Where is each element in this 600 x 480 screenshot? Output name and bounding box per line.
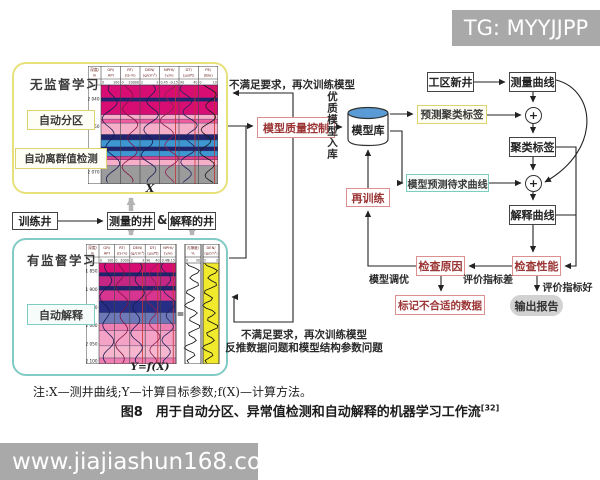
check-performance-box: 检查性能 xyxy=(512,256,561,276)
svg-text:3: 3 xyxy=(216,259,218,263)
bad-metric-label: 评价指标差 xyxy=(462,271,514,286)
svg-text:0: 0 xyxy=(115,259,117,263)
svg-text:(v/v): (v/v) xyxy=(164,250,173,255)
feedback-bottom-line2: 反推数据问题和模型结构参数问题 xyxy=(225,342,383,354)
model-tuning-label: 模型调优 xyxy=(366,271,412,286)
svg-text:90: 90 xyxy=(146,259,150,263)
sum-node-2: + xyxy=(525,175,542,192)
svg-text:40: 40 xyxy=(155,259,159,263)
retrain-box: 再训练 xyxy=(346,188,390,207)
feedback-bottom-line1: 不满足要求，再次训练模型 xyxy=(241,329,367,341)
cluster-label-box: 聚类标签 xyxy=(509,137,556,157)
svg-text:30: 30 xyxy=(196,259,200,263)
svg-text:3: 3 xyxy=(142,259,144,263)
predict-cluster-box: 预测聚类标签 xyxy=(417,105,487,124)
svg-text:API: API xyxy=(108,72,114,77)
predict-curve-box: 模型预测待求曲线 xyxy=(406,174,489,192)
svg-text:(μs/ft): (μs/ft) xyxy=(183,72,195,77)
watermark-top-text: TG: MYYJJPP xyxy=(464,16,588,40)
measured-well-box: 测量的井 xyxy=(107,212,155,230)
good-metric-label: 评价指标好 xyxy=(540,279,595,294)
supervised-title: 有监督学习 xyxy=(27,250,97,269)
well-log-unsupervised: 深度/mGR/API0100RT/(Ω·m)020000DEN/(g/cm³)2… xyxy=(88,66,218,184)
auto-outlier-box: 自动离群值检测 xyxy=(15,148,107,169)
svg-text:0: 0 xyxy=(100,259,102,263)
figure-caption: 图8 用于自动分区、异常值检测和自动解释的机器学习工作流[32] xyxy=(60,401,560,420)
svg-text:-0.15: -0.15 xyxy=(169,81,178,85)
svg-text:0.45: 0.45 xyxy=(161,81,168,85)
svg-text:(Ω·m): (Ω·m) xyxy=(117,250,128,255)
svg-text:(v/v): (v/v) xyxy=(165,72,174,77)
auto-interp-box: 自动解释 xyxy=(27,304,95,325)
feedback-top-label: 不满足要求，再次训练模型 xyxy=(229,77,359,92)
auto-zonation-box: 自动分区 xyxy=(27,110,95,130)
mark-bad-data-box: 标记不合适的数据 xyxy=(395,295,485,315)
y-fx-label: Y=f(X) xyxy=(113,361,187,373)
svg-text:(B/e): (B/e) xyxy=(204,72,214,77)
unsupervised-title: 无监督学习 xyxy=(30,74,100,93)
sum-node-1: + xyxy=(525,107,542,124)
svg-text:0: 0 xyxy=(102,81,104,85)
svg-text:1 850: 1 850 xyxy=(86,269,98,274)
model-qc-box: 模型质量控制 xyxy=(257,117,335,138)
training-well-box: 训练井 xyxy=(12,212,58,230)
caption-text: 图8 用于自动分区、异常值检测和自动解释的机器学习工作流 xyxy=(121,405,481,420)
new-well-box: 工区新井 xyxy=(427,72,474,92)
svg-text:2: 2 xyxy=(141,81,143,85)
quality-model-to-library-label: 优质模型入库 xyxy=(325,91,340,167)
svg-text:2 040: 2 040 xyxy=(88,96,100,101)
model-library-label: 模型库 xyxy=(346,122,390,138)
caption-reference: [32] xyxy=(481,404,499,413)
svg-text:DEN/: DEN/ xyxy=(207,246,217,250)
svg-text:%: % xyxy=(191,251,195,255)
svg-text:2 100: 2 100 xyxy=(86,358,98,363)
feedback-bottom-label: 不满足要求，再次训练模型 反推数据问题和模型结构参数问题 xyxy=(224,329,384,355)
measured-curve-box: 测量曲线 xyxy=(509,72,556,92)
x-input-label: X xyxy=(140,182,160,195)
check-cause-box: 检查原因 xyxy=(416,256,465,276)
svg-text:(g/cm³): (g/cm³) xyxy=(131,250,145,255)
svg-text:API: API xyxy=(104,250,110,255)
watermark-bottom-text: www.jiajiashun168.com xyxy=(12,449,283,475)
svg-text:(g/cm³): (g/cm³) xyxy=(143,72,157,77)
output-report-node: 输出报告 xyxy=(510,295,563,316)
svg-text:1 900: 1 900 xyxy=(86,287,98,292)
svg-text:2: 2 xyxy=(204,259,206,263)
interp-curve-box: 解释曲线 xyxy=(509,205,556,225)
svg-text:(Ω·m): (Ω·m) xyxy=(125,72,136,77)
svg-text:-0.15: -0.15 xyxy=(166,259,175,263)
svg-text:90: 90 xyxy=(180,81,184,85)
svg-text:10: 10 xyxy=(213,81,217,85)
svg-text:2 070: 2 070 xyxy=(88,170,100,175)
svg-text:0: 0 xyxy=(122,81,124,85)
svg-text:(μs/ft): (μs/ft) xyxy=(147,250,159,255)
svg-text:20000: 20000 xyxy=(129,81,140,85)
ampersand-label: & xyxy=(157,213,167,227)
svg-text:(g/cm³): (g/cm³) xyxy=(204,251,218,255)
watermark-bottom-left: www.jiajiashun168.com xyxy=(0,443,258,480)
svg-text:孔隙度/: 孔隙度/ xyxy=(187,245,200,250)
svg-text:2000: 2000 xyxy=(120,259,128,263)
svg-text:100: 100 xyxy=(113,81,119,85)
svg-text:2 050: 2 050 xyxy=(86,341,98,346)
svg-text:100: 100 xyxy=(107,259,113,263)
cylinder-top-icon xyxy=(348,108,388,119)
interpreted-well-box: 解释的井 xyxy=(168,212,216,230)
well-log-supervised: 深度/mGR/API0100RT/(Ω·m)02000DEN/(g/cm³)23… xyxy=(86,244,220,364)
svg-text:3: 3 xyxy=(156,81,158,85)
figure-note: 注:X—测井曲线;Y—计算目标参数;f(X)—计算方法。 xyxy=(33,383,312,400)
svg-text:0: 0 xyxy=(200,81,202,85)
watermark-top-right: TG: MYYJJPP xyxy=(452,10,600,46)
svg-text:0: 0 xyxy=(186,259,188,263)
svg-text:2: 2 xyxy=(131,259,133,263)
svg-text:40: 40 xyxy=(193,81,197,85)
svg-text:=: = xyxy=(177,310,185,320)
